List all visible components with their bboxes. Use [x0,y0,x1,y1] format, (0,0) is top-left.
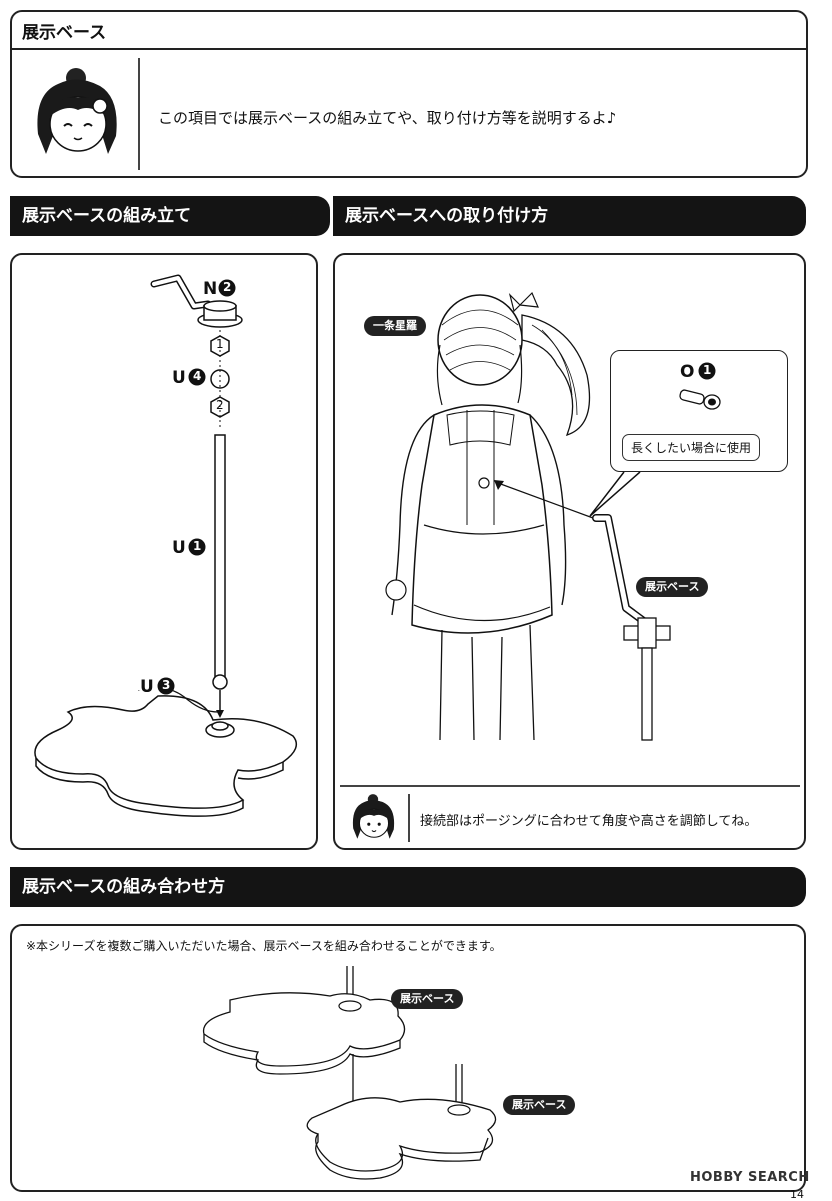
arm-part-number: 2 [223,280,232,294]
intro-panel [10,10,808,178]
rod-illustration [212,330,228,718]
callout-pointer [589,471,641,517]
tip-divider [340,785,800,787]
extension-part-number-icon [698,362,716,380]
joint-part-number: 4 [193,369,202,383]
joint-part-number-icon [188,368,206,386]
base-part-label: U [140,677,154,697]
arm-part-illustration [150,274,243,328]
combination-label-bottom: 展示ベース [503,1095,576,1115]
combination-section-header: 展示ベースの組み合わせ方 [10,867,806,907]
puzzle-base-illustration [34,690,298,817]
assembly-section-header: 展示ベースの組み立て [10,196,330,236]
tip-avatar-icon [352,794,395,839]
intro-divider [12,48,806,50]
extension-part-illustration [679,389,721,410]
arm-part-number-icon [218,279,236,297]
watermark: HOBBY SEARCH [690,1170,810,1185]
step-1-number: 1 [216,337,224,351]
tip-separator [408,794,410,842]
page-number: 14 [790,1188,804,1201]
character-name-tag: 一条星羅 [364,316,426,336]
extension-part-label: O [680,362,695,382]
character-figure-illustration [385,291,591,741]
guide-avatar-icon [37,68,117,154]
combination-label-top: 展示ベース [391,989,464,1009]
tip-text: 接続部はポージングに合わせて角度や高さを調節してね。 [420,814,758,829]
extension-part-number: 1 [703,363,712,377]
attachment-section-header: 展示ベースへの取り付け方 [333,196,806,236]
intro-title: 展示ベース [22,23,107,43]
combination-note: ※本シリーズを複数ご購入いただいた場合、展示ベースを組み合わせることができます。 [26,939,502,953]
intro-message: この項目では展示ベースの組み立てや、取り付け方等を説明するよ♪ [158,109,617,127]
rod-part-number: 1 [193,539,202,553]
base-part-number: 3 [162,678,171,692]
combination-illustration [202,966,497,1180]
joint-part-label: U [172,368,186,388]
rod-part-number-icon [188,538,206,556]
arm-part-label: N [203,279,218,299]
stand-label-tag: 展示ベース [636,577,709,597]
intro-separator [138,58,140,170]
stand-illustration [494,480,671,741]
extension-note: 長くしたい場合に使用 [622,434,761,461]
rod-part-label: U [172,538,186,558]
